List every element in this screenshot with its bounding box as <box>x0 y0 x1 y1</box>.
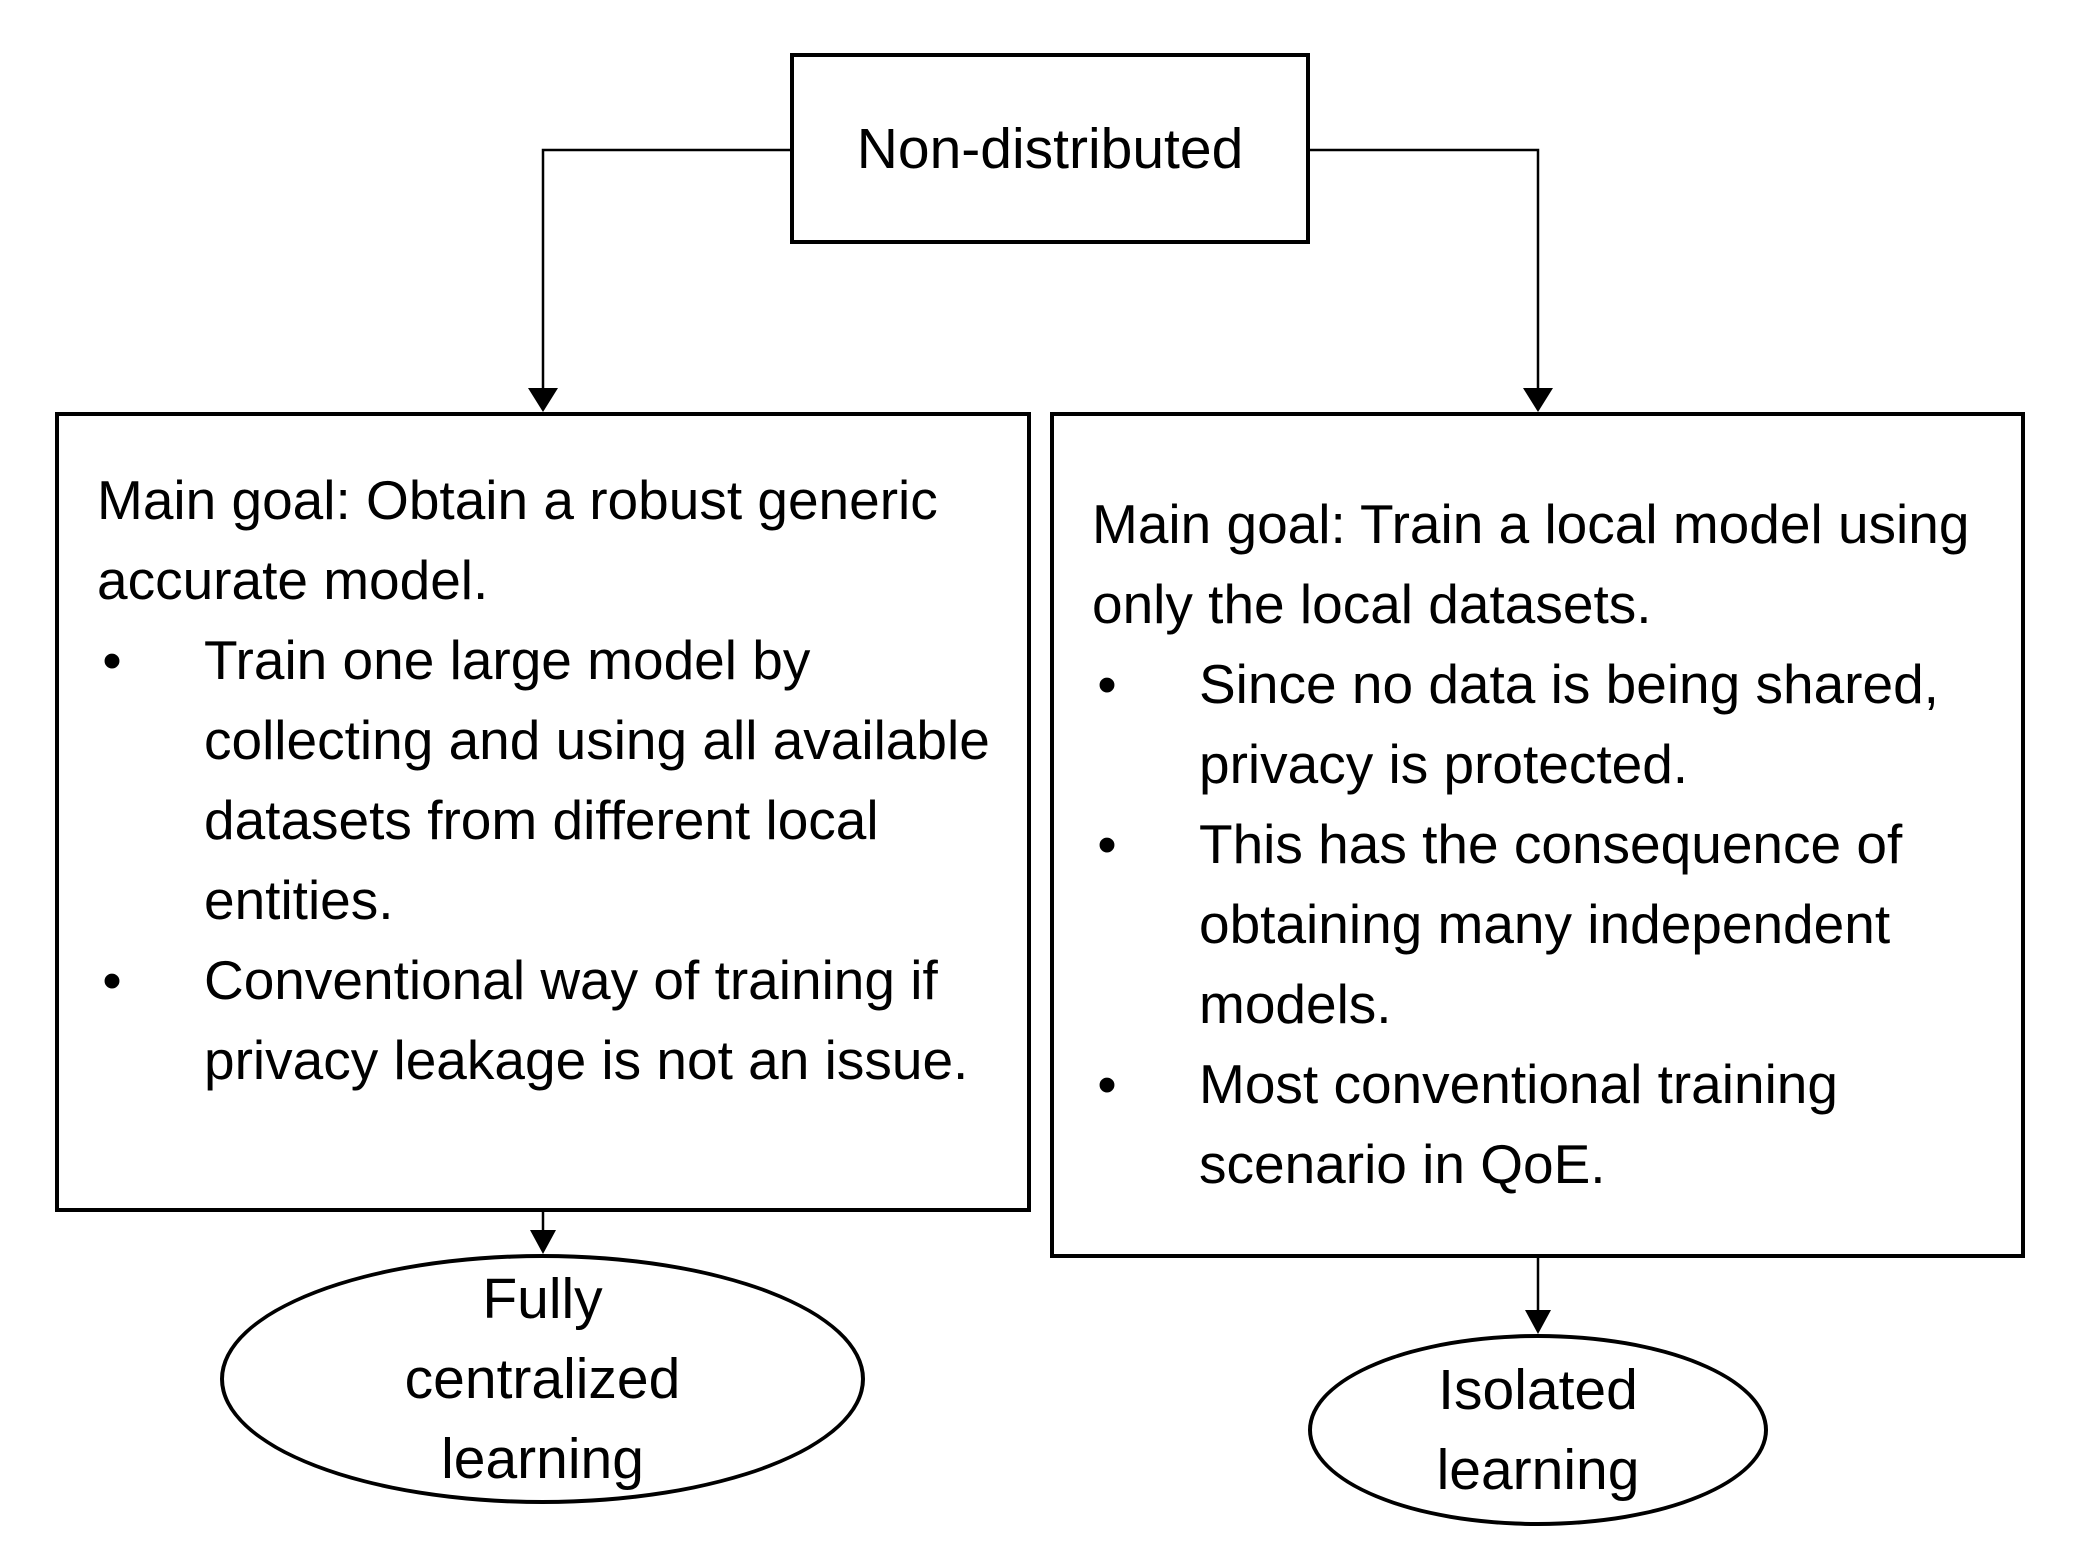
non-distributed-node: Non-distributed <box>790 53 1310 244</box>
fully-centralized-learning-label: Fully centralized learning <box>404 1267 681 1491</box>
right-bullet-item: • This has the consequence of obtaining … <box>1092 804 1991 1044</box>
arrowhead-left-outcome <box>530 1230 556 1254</box>
right-description-box: Main goal: Train a local model using onl… <box>1050 412 2025 1258</box>
right-main-goal: Main goal: Train a local model using onl… <box>1092 493 1970 635</box>
bullet-dot: • <box>1097 653 1117 715</box>
left-main-goal: Main goal: Obtain a robust generic accur… <box>97 469 938 611</box>
fully-centralized-learning-node: Fully centralized learning <box>220 1254 865 1504</box>
arrow-top-to-right <box>1310 148 1540 410</box>
right-bullet-text: Since no data is being shared, privacy i… <box>1199 653 1939 795</box>
left-bullet-text: Conventional way of training if privacy … <box>204 949 969 1091</box>
arrowhead-right-outcome <box>1525 1310 1551 1334</box>
right-bullet-list: • Since no data is being shared, privacy… <box>1092 644 1991 1204</box>
non-distributed-label: Non-distributed <box>856 116 1244 181</box>
isolated-learning-label: Isolated learning <box>1436 1358 1640 1502</box>
right-bullet-item: • Most conventional training scenario in… <box>1092 1044 1991 1204</box>
left-bullet-item: • Train one large model by collecting an… <box>97 620 997 940</box>
bullet-dot: • <box>102 949 122 1011</box>
bullet-dot: • <box>1097 813 1117 875</box>
bullet-dot: • <box>102 629 122 691</box>
right-bullet-text: This has the consequence of obtaining ma… <box>1199 813 1903 1035</box>
bullet-dot: • <box>1097 1053 1117 1115</box>
left-bullet-item: • Conventional way of training if privac… <box>97 940 997 1100</box>
left-bullet-list: • Train one large model by collecting an… <box>97 620 997 1100</box>
left-description-box: Main goal: Obtain a robust generic accur… <box>55 412 1031 1212</box>
arrow-top-to-left <box>541 148 790 410</box>
arrowhead-left-box <box>528 388 558 412</box>
isolated-learning-node: Isolated learning <box>1308 1334 1768 1526</box>
right-bullet-text: Most conventional training scenario in Q… <box>1199 1053 1838 1195</box>
left-bullet-text: Train one large model by collecting and … <box>204 629 990 931</box>
right-bullet-item: • Since no data is being shared, privacy… <box>1092 644 1991 804</box>
arrowhead-right-box <box>1523 388 1553 412</box>
